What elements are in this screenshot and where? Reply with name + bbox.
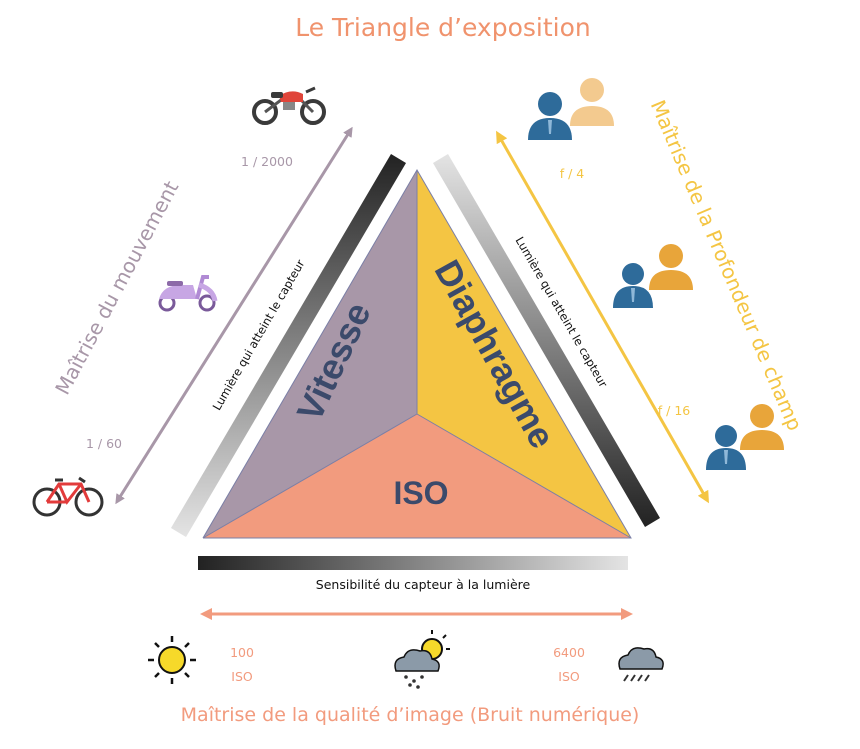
left-axis-label: Maîtrise du mouvement <box>50 177 183 399</box>
person-pair-icon <box>706 404 784 470</box>
left-bottom-value: 1 / 60 <box>86 436 122 451</box>
bottom-right-value-number: 6400 <box>553 645 585 660</box>
right-top-value: f / 4 <box>560 166 585 181</box>
bottom-gradient-bar <box>198 556 628 570</box>
bottom-left-value-unit: ISO <box>231 669 253 684</box>
scooter-icon <box>158 275 218 312</box>
motorcycle-icon <box>252 86 326 125</box>
sun-icon <box>148 636 196 684</box>
bottom-gradient-label: Sensibilité du capteur à la lumière <box>316 577 531 592</box>
right-axis-arrow <box>496 130 709 504</box>
left-top-value: 1 / 2000 <box>241 154 293 169</box>
bicycle-icon <box>32 476 104 517</box>
page-title: Le Triangle d’exposition <box>295 13 591 42</box>
section-label-iso: ISO <box>393 475 448 511</box>
sun-cloud-rain-icon <box>394 630 450 689</box>
bottom-right-value-unit: ISO <box>558 669 580 684</box>
person-pair-icon <box>613 244 693 308</box>
storm-cloud-icon <box>618 647 664 682</box>
bottom-left-value-number: 100 <box>230 645 254 660</box>
person-pair-icon <box>528 78 614 140</box>
section-iso <box>203 414 631 538</box>
bottom-axis-label: Maîtrise de la qualité d’image (Bruit nu… <box>181 704 640 726</box>
left-axis-arrow <box>115 126 353 505</box>
right-bottom-value: f / 16 <box>658 403 691 418</box>
